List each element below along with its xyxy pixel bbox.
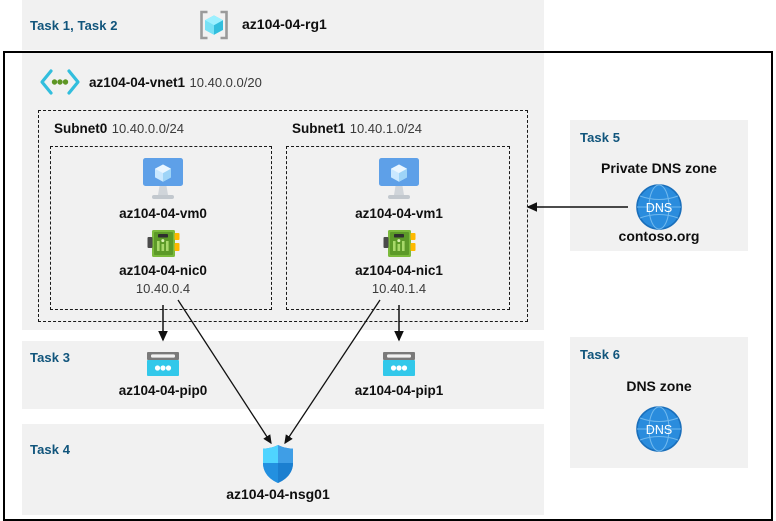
subnet0-name: Subnet0 [54, 121, 108, 136]
svg-text:DNS: DNS [646, 423, 672, 437]
network-interface-icon [383, 228, 417, 260]
resource-group-icon [196, 7, 232, 43]
network-interface-icon [147, 228, 181, 260]
dns-zone-heading: DNS zone [626, 378, 692, 394]
nic0-name: az104-04-nic0 [119, 263, 207, 278]
subnet0-cidr: 10.40.0.0/24 [111, 121, 185, 136]
vm1-name: az104-04-vm1 [355, 206, 443, 221]
subnet0-resource-box [50, 146, 272, 310]
public-ip-address-icon [146, 351, 180, 377]
vnet-name: az104-04-vnet1 [89, 75, 186, 90]
pip0-name: az104-04-pip0 [118, 383, 208, 398]
subnets-container [38, 110, 528, 322]
task-label-dns-zone: Task 6 [580, 347, 621, 362]
virtual-machine-icon [137, 157, 189, 203]
dns-zone-icon: DNS [634, 404, 684, 454]
svg-text:DNS: DNS [646, 201, 672, 215]
task-label-public-ip: Task 3 [30, 350, 71, 365]
virtual-machine-icon [373, 157, 425, 203]
vnet-address-space: 10.40.0.0/20 [189, 75, 262, 90]
network-security-group-icon [261, 444, 295, 484]
private-dns-zone-heading: Private DNS zone [601, 160, 717, 176]
nic0-private-ip: 10.40.0.4 [135, 281, 191, 296]
pip1-name: az104-04-pip1 [354, 383, 444, 398]
task-label-resource-group: Task 1, Task 2 [30, 18, 118, 33]
virtual-network-panel [22, 53, 544, 330]
subnet1-resource-box [286, 146, 510, 310]
task-label-private-dns: Task 5 [580, 130, 621, 145]
dns-zone-icon: DNS [634, 182, 684, 232]
vm0-name: az104-04-vm0 [119, 206, 207, 221]
subnet1-name: Subnet1 [292, 121, 346, 136]
subnet1-cidr: 10.40.1.0/24 [349, 121, 423, 136]
nsg-name: az104-04-nsg01 [226, 486, 330, 502]
task-label-nsg: Task 4 [30, 442, 71, 457]
resource-group-name: az104-04-rg1 [242, 16, 327, 32]
public-ip-panel [22, 341, 544, 409]
nic1-name: az104-04-nic1 [355, 263, 443, 278]
nic1-private-ip: 10.40.1.4 [371, 281, 427, 296]
private-dns-zone-name: contoso.org [618, 228, 700, 244]
virtual-network-icon [38, 68, 82, 96]
resource-group-panel [22, 0, 544, 50]
public-ip-address-icon [382, 351, 416, 377]
